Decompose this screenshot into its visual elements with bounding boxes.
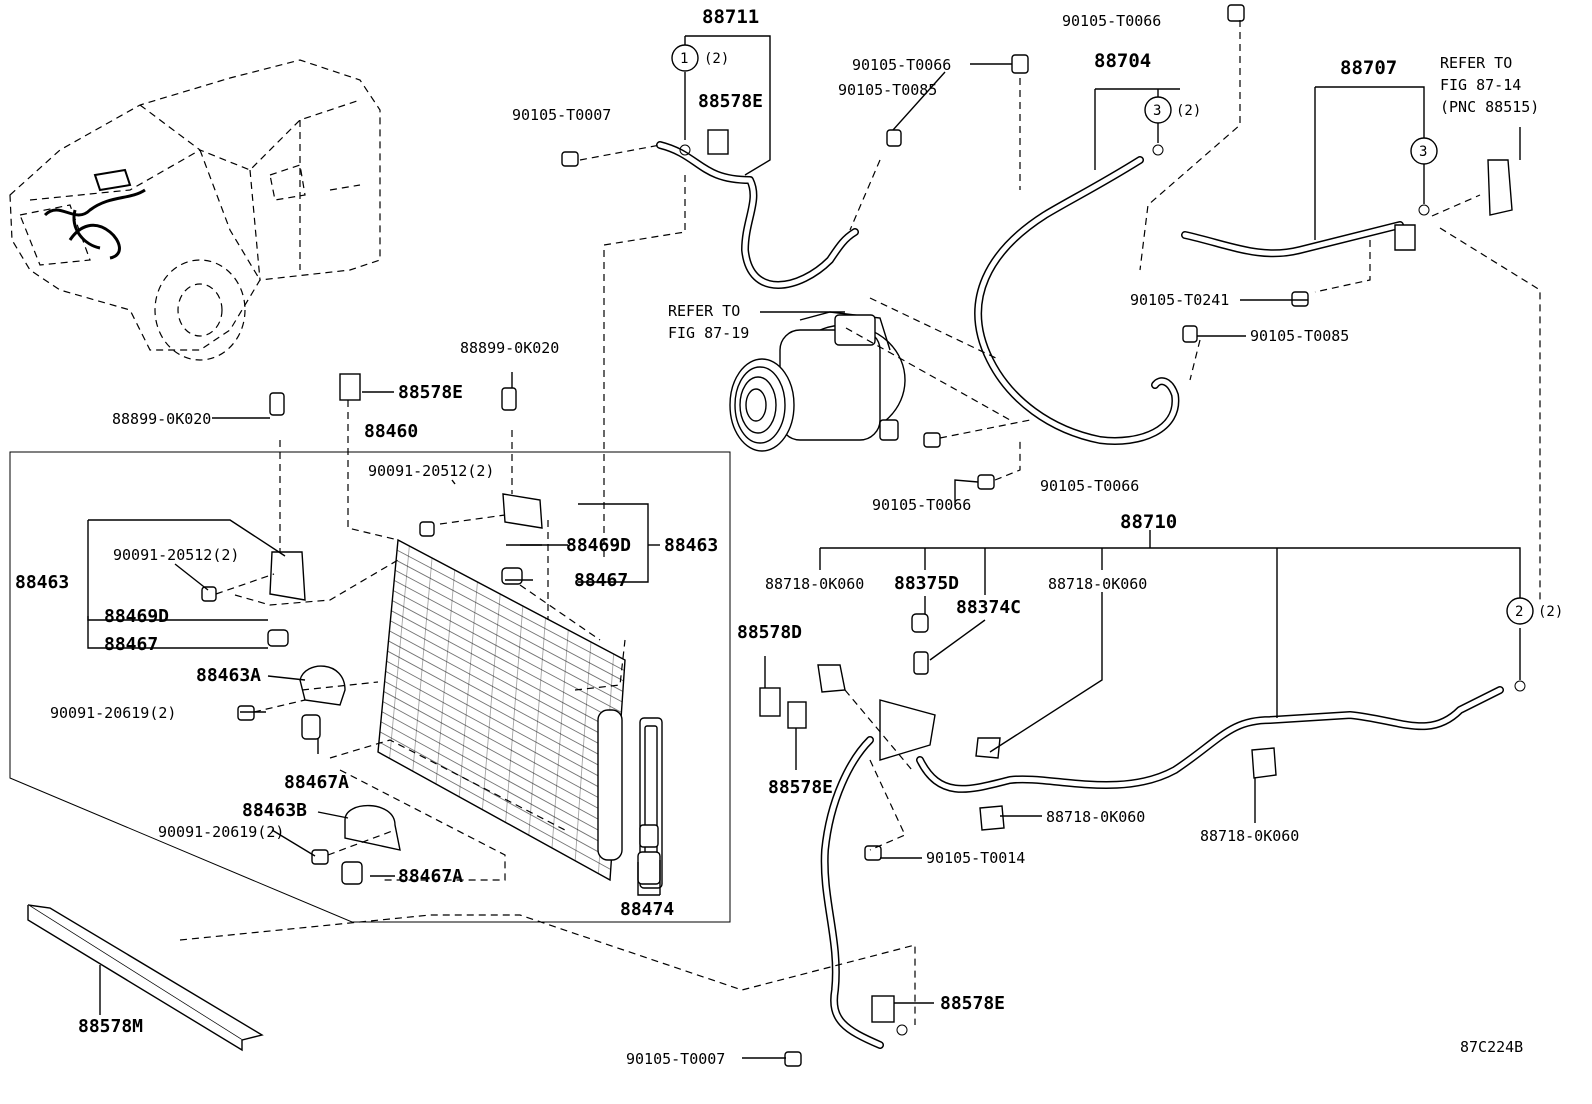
bracket-88463-left <box>269 551 306 601</box>
label-88704: 88704 <box>1094 50 1151 72</box>
label-88474: 88474 <box>620 899 674 920</box>
label-2-qty: (2) <box>1538 604 1563 620</box>
label-circle-1: 1 <box>680 51 688 67</box>
label-88899-0K020-a: 88899-0K020 <box>460 339 559 357</box>
cushion-88578E-d <box>871 995 895 1023</box>
label-90105-T0085-a: 90105-T0085 <box>838 81 937 99</box>
label-88460: 88460 <box>364 421 418 442</box>
label-90105-T0085-b: 90105-T0085 <box>1250 327 1349 345</box>
label-88463-b: 88463 <box>15 572 69 593</box>
label-circle-2: 2 <box>1515 604 1523 620</box>
bracket-88463A <box>299 665 346 706</box>
label-88463-a: 88463 <box>664 535 718 556</box>
expansion-valve-fitting <box>1487 159 1513 216</box>
label-90091-20619-b: 90091-20619(2) <box>158 823 284 841</box>
label-88899-0K020-b: 88899-0K020 <box>112 410 211 428</box>
hoses-and-pipes <box>656 141 1504 1049</box>
reference-circles <box>671 44 1534 625</box>
bracket-88463-right <box>502 493 543 529</box>
label-88467A-a: 88467A <box>284 772 349 793</box>
fasteners-and-clips <box>27 4 1526 1067</box>
bracket-88463B <box>344 804 401 851</box>
label-88710: 88710 <box>1120 511 1177 533</box>
label-88578E-a: 88578E <box>698 91 763 112</box>
label-90091-20619-a: 90091-20619(2) <box>50 704 176 722</box>
compressor <box>729 311 906 452</box>
label-88578E-d: 88578E <box>940 993 1005 1014</box>
label-88469D-a: 88469D <box>566 535 631 556</box>
label-90105-T0007-a: 90105-T0007 <box>512 106 611 124</box>
label-fig-87-14: FIG 87-14 <box>1440 76 1521 94</box>
label-88467-b: 88467 <box>104 634 158 655</box>
part-labels: 88711 1 (2) 88578E 90105-T0007 90105-T00… <box>15 6 1563 1068</box>
vehicle-illustration <box>9 59 381 361</box>
label-90105-T0066-top: 90105-T0066 <box>1062 12 1161 30</box>
label-88578D: 88578D <box>737 622 802 643</box>
label-refer-to-a: REFER TO <box>1440 54 1512 72</box>
label-pnc-88515: (PNC 88515) <box>1440 98 1539 116</box>
label-88718-0K060-a: 88718-0K060 <box>765 575 864 593</box>
label-90105-T0066-d: 90105-T0066 <box>1040 477 1139 495</box>
pressure-switch-block <box>879 699 936 761</box>
label-88463A: 88463A <box>196 665 261 686</box>
label-circle-3b: 3 <box>1419 144 1427 160</box>
label-90105-T0007-b: 90105-T0007 <box>626 1050 725 1068</box>
cushion-88578E-a <box>707 129 729 155</box>
label-88718-0K060-d: 88718-0K060 <box>1200 827 1299 845</box>
ref-circle-3b <box>1410 137 1438 165</box>
label-90105-T0241: 90105-T0241 <box>1130 291 1229 309</box>
label-88711: 88711 <box>702 6 759 28</box>
label-88718-0K060-c: 88718-0K060 <box>1046 808 1145 826</box>
label-88707: 88707 <box>1340 57 1397 79</box>
seal-88578M <box>27 904 264 1041</box>
label-88469D-b: 88469D <box>104 606 169 627</box>
ref-circle-2 <box>1506 597 1534 625</box>
label-circle-3a: 3 <box>1153 103 1161 119</box>
ref-circle-3a <box>1144 96 1172 124</box>
label-88467-a: 88467 <box>574 570 628 591</box>
label-88467A-b: 88467A <box>398 866 463 887</box>
label-refer-to-b: REFER TO <box>668 302 740 320</box>
label-90105-T0014: 90105-T0014 <box>926 849 1025 867</box>
label-88578E-c: 88578E <box>768 777 833 798</box>
label-88578M: 88578M <box>78 1016 143 1037</box>
label-88578E-b: 88578E <box>398 382 463 403</box>
label-fig-87-19: FIG 87-19 <box>668 324 749 342</box>
receiver-tank <box>597 709 623 861</box>
cushion-88578E-b <box>339 373 361 401</box>
leader-lines <box>87 20 1541 1059</box>
cushion-88578E-c <box>787 701 807 729</box>
label-90091-20512-b: 90091-20512(2) <box>113 546 239 564</box>
label-90091-20512-a: 90091-20512(2) <box>368 462 494 480</box>
label-90105-T0066-c: 90105-T0066 <box>872 496 971 514</box>
diagram-code: 87C224B <box>1460 1038 1523 1056</box>
label-1-qty: (2) <box>704 51 729 67</box>
label-88374C: 88374C <box>956 597 1021 618</box>
label-3-qty: (2) <box>1176 103 1201 119</box>
label-88463B: 88463B <box>242 800 307 821</box>
condenser-core <box>377 538 663 889</box>
label-88718-0K060-b: 88718-0K060 <box>1048 575 1147 593</box>
cushion-88578D <box>759 687 781 717</box>
label-88375D: 88375D <box>894 573 959 594</box>
ref-circle-1 <box>671 44 699 72</box>
label-90105-T0066-b: 90105-T0066 <box>852 56 951 74</box>
